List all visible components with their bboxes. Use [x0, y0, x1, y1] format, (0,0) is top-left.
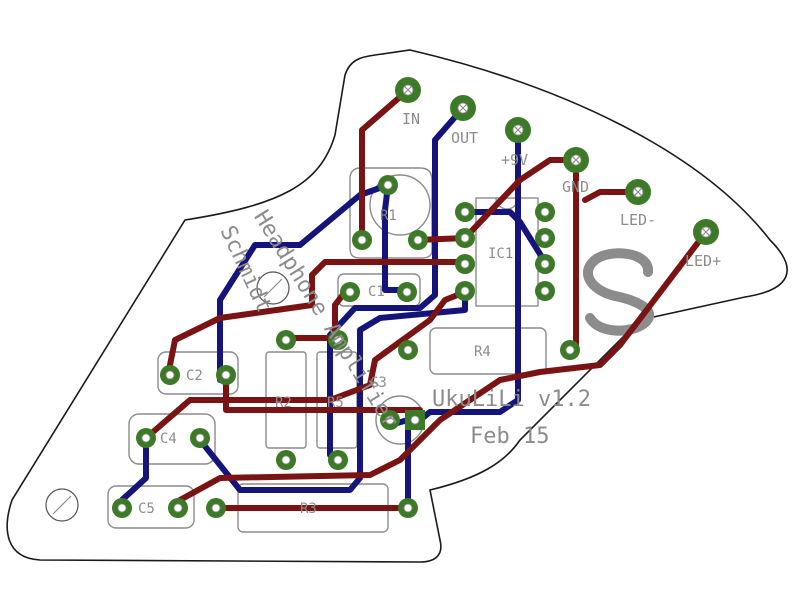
label-in: IN — [402, 110, 420, 128]
pads — [112, 77, 719, 518]
label-ic1: IC1 — [488, 246, 513, 262]
label-c3: C3 — [370, 375, 387, 391]
label-c2: C2 — [186, 368, 203, 384]
label-gnd: GND — [562, 178, 589, 196]
label-r5: R5 — [327, 395, 344, 411]
label-r4: R4 — [474, 344, 491, 360]
board-project-name: UkuLiLi v1.2 — [432, 387, 591, 412]
board-date: Feb 15 — [470, 424, 549, 449]
board-outline — [6, 49, 788, 563]
pad-crosshairs — [403, 85, 711, 237]
label-out: OUT — [451, 129, 478, 147]
r1-outline — [349, 167, 433, 259]
label-c5: C5 — [138, 501, 155, 517]
label-led-minus: LED- — [620, 211, 656, 229]
label-c1: C1 — [368, 284, 385, 300]
label-r1: R1 — [380, 208, 397, 224]
mounting-holes — [45, 271, 290, 522]
label-9v: +9V — [501, 151, 528, 169]
label-r2: R2 — [275, 395, 292, 411]
label-c4: C4 — [160, 431, 177, 447]
label-r3: R3 — [300, 501, 317, 517]
label-led-plus: LED+ — [685, 252, 721, 270]
